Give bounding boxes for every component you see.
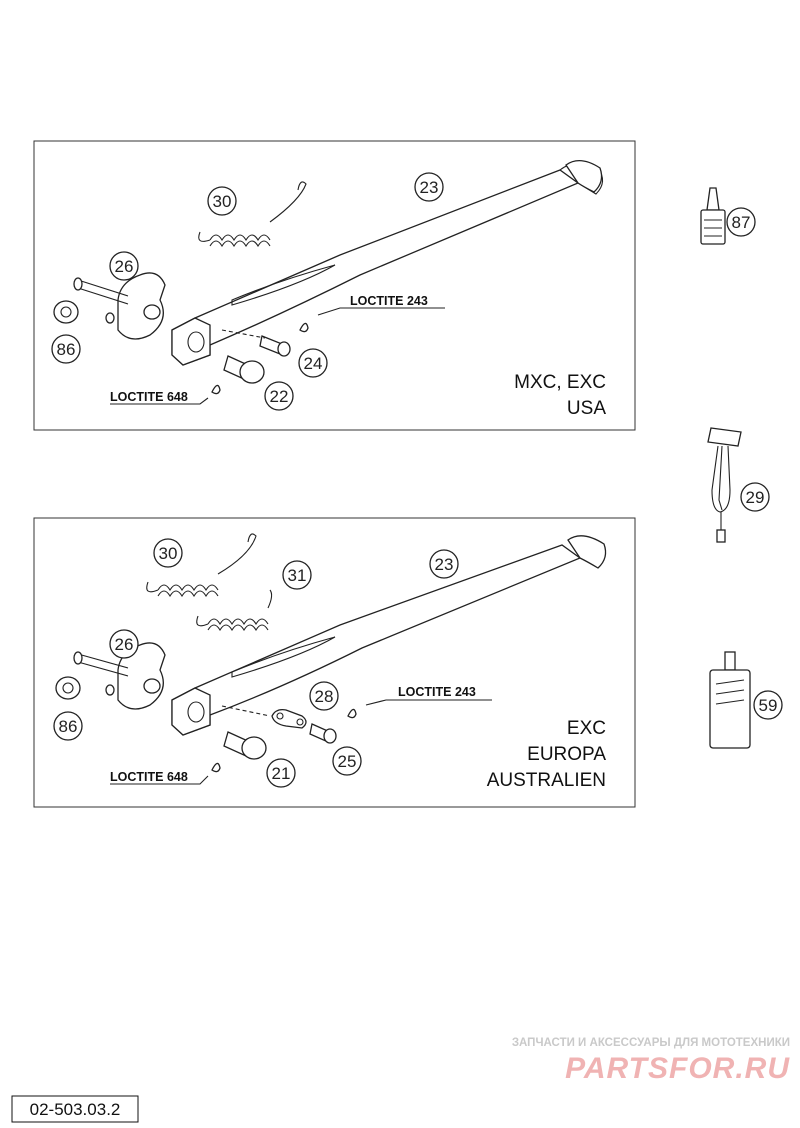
side-stand-leg xyxy=(171,535,607,736)
pivot-bracket xyxy=(73,272,166,340)
callout-86: 86 xyxy=(51,334,81,364)
callout-21: 21 xyxy=(266,758,296,788)
svg-text:26: 26 xyxy=(115,635,134,654)
svg-text:26: 26 xyxy=(115,257,134,276)
callout-30: 30 xyxy=(153,538,183,568)
svg-text:22: 22 xyxy=(270,387,289,406)
plate-28 xyxy=(271,708,307,729)
model-line-2: USA xyxy=(567,398,606,419)
callout-26: 26 xyxy=(109,251,139,281)
doc-number: 02-503.03.2 xyxy=(30,1100,121,1119)
side-part-29: 29 xyxy=(707,427,770,543)
model-line-2: EUROPA xyxy=(527,744,606,765)
doc-number-box xyxy=(11,1095,139,1123)
svg-text:21: 21 xyxy=(272,764,291,783)
panel-bottom-frame xyxy=(33,517,636,808)
panel-bottom: 30 31 23 26 86 28 25 21 LOCTITE 243 LOCT… xyxy=(33,517,636,808)
bolt-22 xyxy=(223,355,265,384)
callout-26: 26 xyxy=(109,629,139,659)
svg-text:25: 25 xyxy=(338,752,357,771)
svg-text:59: 59 xyxy=(759,696,778,715)
watermark-logo: PARTSFOR.RU xyxy=(565,1052,790,1085)
spring-31 xyxy=(196,589,273,632)
side-part-59: 59 xyxy=(709,651,783,749)
bolt-21 xyxy=(223,731,267,760)
panel-top: 30 23 26 86 24 22 LOCTITE 243 LOCTITE 64… xyxy=(33,140,636,431)
loctite-drop-243 xyxy=(347,708,357,719)
loctite-drop-243 xyxy=(299,322,309,333)
model-line-3: AUSTRALIEN xyxy=(487,770,606,791)
svg-text:86: 86 xyxy=(57,340,76,359)
callout-31: 31 xyxy=(282,560,312,590)
svg-text:31: 31 xyxy=(288,566,307,585)
side-stand-leg xyxy=(171,160,604,366)
panel-top-frame xyxy=(33,140,636,431)
loctite-drop-648 xyxy=(211,762,221,773)
loctite-243-label: LOCTITE 243 xyxy=(350,294,428,308)
watermark-line-1: ЗАПЧАСТИ И АКСЕССУАРЫ ДЛЯ МОТОТЕХНИКИ xyxy=(512,1037,790,1049)
callout-23: 23 xyxy=(414,172,444,202)
model-line-1: MXC, EXC xyxy=(514,372,606,393)
svg-text:86: 86 xyxy=(59,717,78,736)
loctite-648-label: LOCTITE 648 xyxy=(110,390,188,404)
svg-text:24: 24 xyxy=(304,354,323,373)
loctite-243-label: LOCTITE 243 xyxy=(398,685,476,699)
nut-86 xyxy=(55,676,81,700)
callout-86: 86 xyxy=(53,711,83,741)
svg-text:23: 23 xyxy=(420,178,439,197)
nut-86 xyxy=(53,300,79,324)
svg-text:23: 23 xyxy=(435,555,454,574)
spring-30 xyxy=(198,181,307,248)
callout-28: 28 xyxy=(309,681,339,711)
loctite-drop-648 xyxy=(211,384,221,395)
spring-30 xyxy=(146,533,257,598)
svg-text:87: 87 xyxy=(732,213,751,232)
pivot-bracket xyxy=(73,642,166,710)
callout-24: 24 xyxy=(298,348,328,378)
model-line-1: EXC xyxy=(567,718,606,739)
bolt-24 xyxy=(221,329,291,357)
callout-25: 25 xyxy=(332,746,362,776)
callout-30: 30 xyxy=(207,186,237,216)
bolt-25 xyxy=(309,723,337,744)
loctite-648-label: LOCTITE 648 xyxy=(110,770,188,784)
side-part-87: 87 xyxy=(700,187,756,245)
svg-text:29: 29 xyxy=(746,488,765,507)
callout-23: 23 xyxy=(429,549,459,579)
svg-text:30: 30 xyxy=(213,192,232,211)
svg-text:28: 28 xyxy=(315,687,334,706)
callout-22: 22 xyxy=(264,381,294,411)
svg-text:30: 30 xyxy=(159,544,178,563)
